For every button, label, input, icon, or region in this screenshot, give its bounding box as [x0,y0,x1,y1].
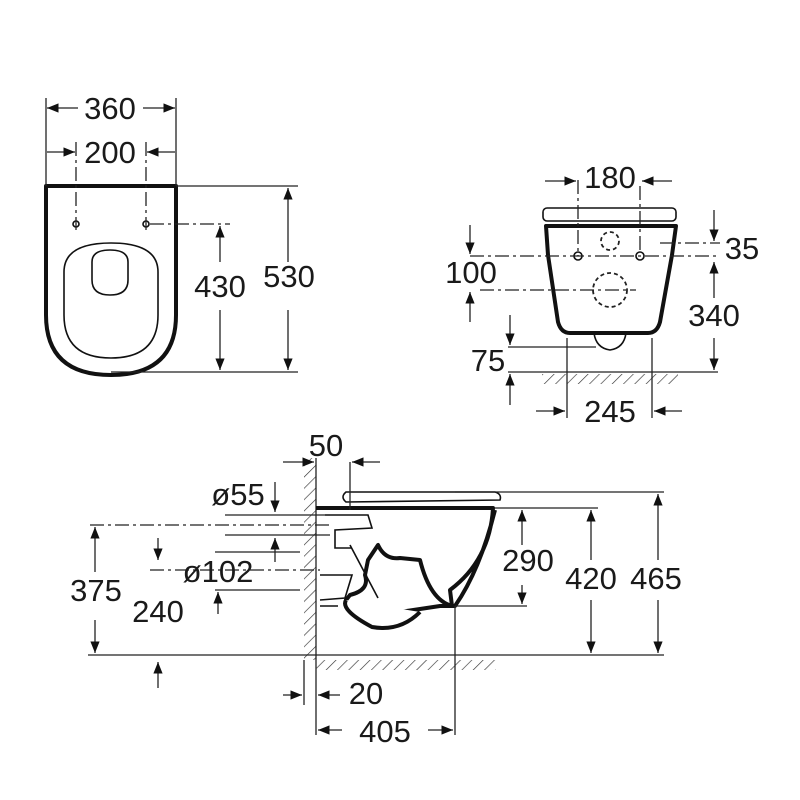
dim-465: 465 [630,561,682,596]
dim-o55: ø55 [211,477,264,512]
bowl-side-outline [316,506,497,621]
dim-180: 180 [584,160,636,195]
dim-430: 430 [194,269,246,304]
dim-200: 200 [84,135,136,170]
dim-35: 35 [725,231,759,266]
seat-rim [542,207,677,222]
floor-hatch [316,660,496,670]
dim-405: 405 [359,714,411,749]
dim-420: 420 [565,561,617,596]
dim-75: 75 [471,343,505,378]
front-view: 180 35 340 100 75 245 [445,160,759,429]
connection-details [319,514,374,607]
dim-245: 245 [584,394,636,429]
toilet-top-outline [44,184,178,377]
seat-side [342,491,502,503]
side-view: 50 ø55 ø102 375 240 290 420 465 2 [70,428,682,749]
lid [91,249,129,296]
wall-hatch [304,458,316,660]
fixing-hole-icon [635,251,645,261]
dim-530: 530 [263,259,315,294]
outlet-circle [592,272,628,308]
outlet-bump [593,332,627,351]
dim-o102: ø102 [183,554,254,589]
bowl-trap [343,598,422,630]
bowl-front-outline [544,224,678,335]
dim-360: 360 [84,91,136,126]
inlet-circle [600,231,620,251]
dim-290: 290 [502,543,554,578]
dim-100: 100 [445,255,497,290]
top-view: 360 200 430 530 [44,91,315,377]
seat-opening [63,242,159,359]
floor-hatch [542,374,678,384]
dim-20: 20 [349,676,383,711]
dim-50: 50 [309,428,343,463]
dim-375: 375 [70,573,122,608]
dim-240: 240 [132,594,184,629]
dim-340: 340 [688,298,740,333]
